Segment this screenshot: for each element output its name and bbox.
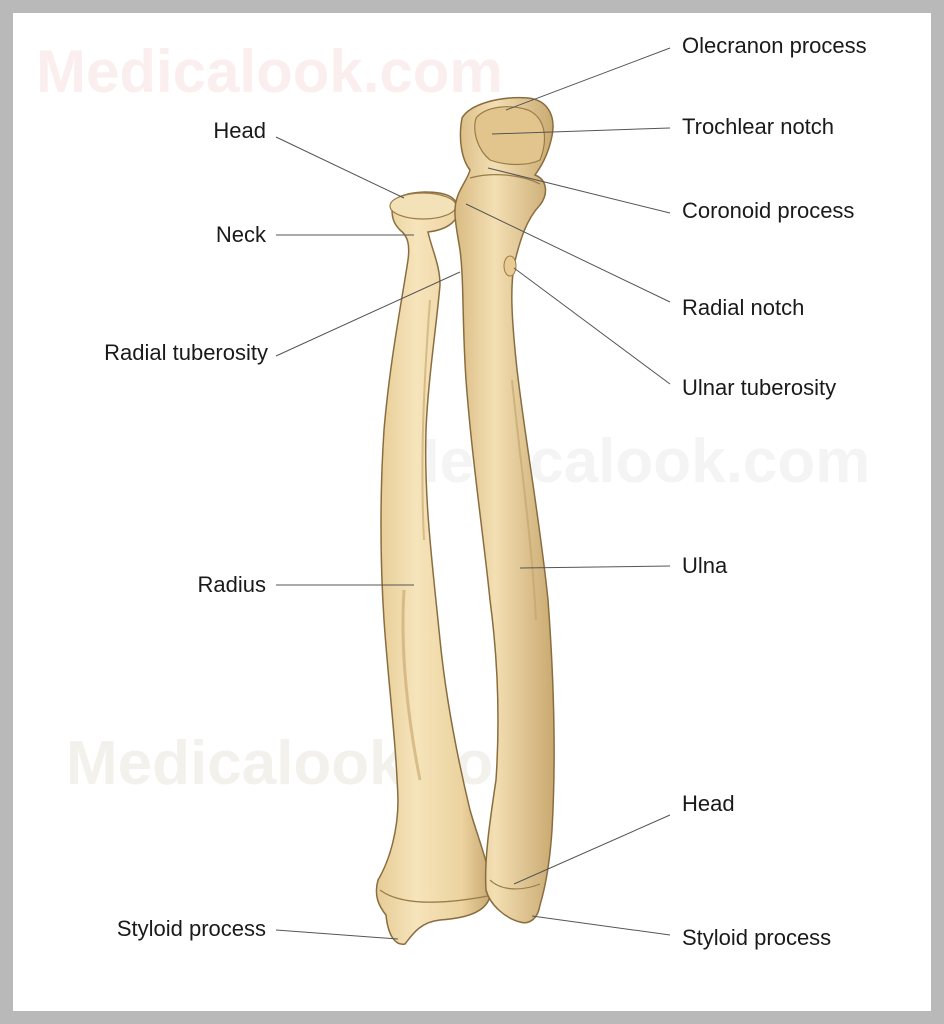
watermark-bottom: Medicalook.com <box>66 729 548 798</box>
label-trochlear-notch: Trochlear notch <box>682 114 835 139</box>
label-radial-notch: Radial notch <box>682 295 805 320</box>
label-radius: Radius <box>197 572 266 597</box>
label-coronoid-process: Coronoid process <box>682 198 855 223</box>
watermark-top: Medicalook.com <box>36 38 503 105</box>
label-olecranon-process: Olecranon process <box>682 33 867 58</box>
label-head-radius: Head <box>213 118 266 143</box>
label-neck: Neck <box>215 222 266 247</box>
ulna-bone <box>454 96 555 924</box>
leader-lines-right <box>465 47 671 936</box>
label-styloid-process-ulna: Styloid process <box>682 925 832 950</box>
label-ulnar-tuberosity: Ulnar tuberosity <box>682 375 837 400</box>
leader-lines-left <box>275 136 461 940</box>
label-styloid-process-radius: Styloid process <box>116 916 266 941</box>
label-ulna: Ulna <box>682 553 728 578</box>
label-head-ulna: Head <box>682 791 735 816</box>
label-radial-tuberosity: Radial tuberosity <box>104 340 268 365</box>
radius-bone <box>375 191 491 945</box>
watermark-middle: Medicalook.com <box>388 427 870 496</box>
